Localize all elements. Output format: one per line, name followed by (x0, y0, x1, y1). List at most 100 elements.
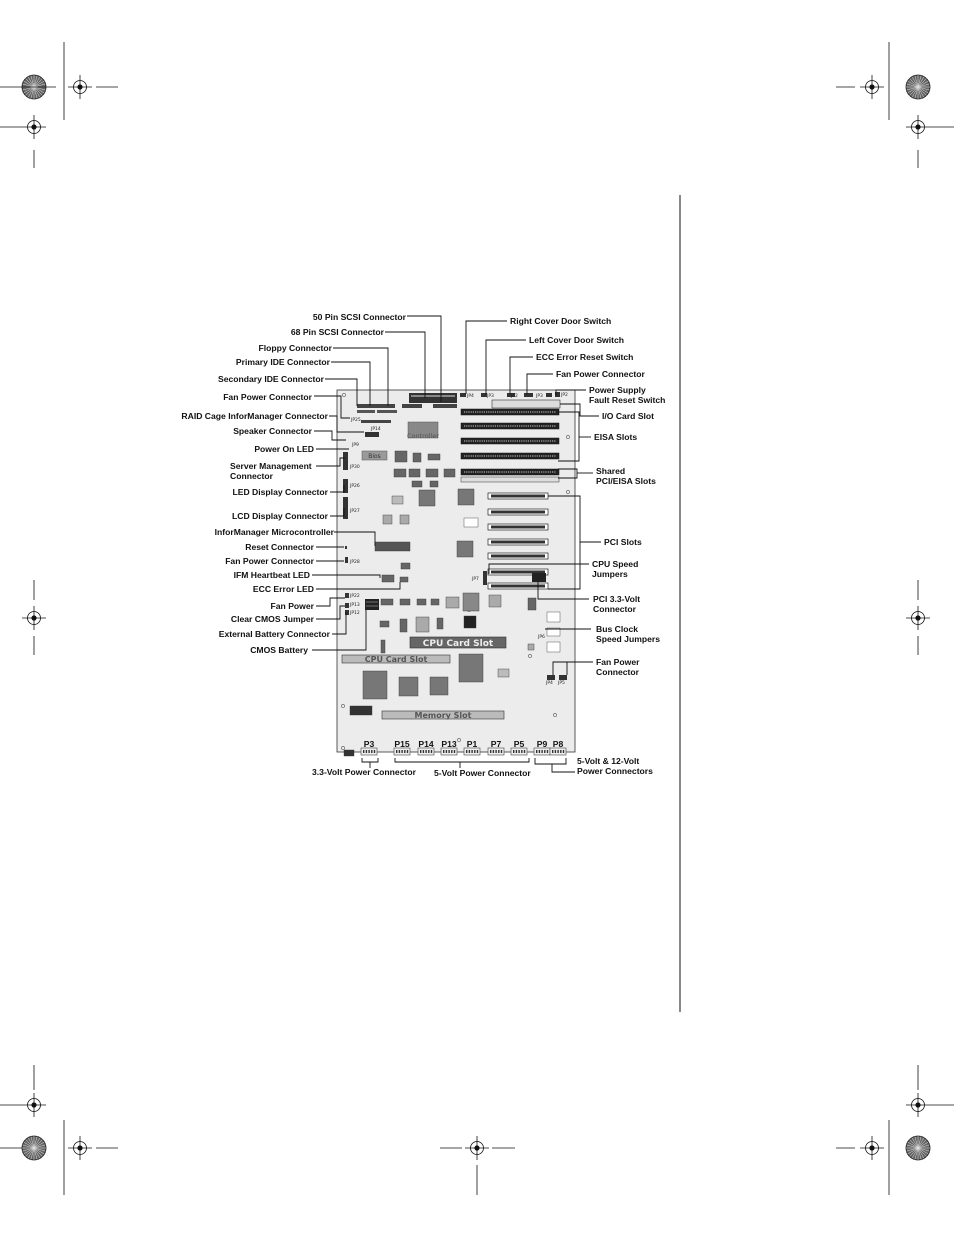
label-cpu-speed-line1: CPU Speed (592, 559, 639, 569)
motherboard: Controller Bios (336, 389, 576, 757)
label-cpu-speed-line2: Jumpers (592, 569, 628, 579)
leader-44 (551, 764, 575, 773)
svg-text:JP4: JP4 (466, 393, 474, 399)
label-bus-clock-line1: Bus Clock (596, 624, 639, 634)
leader-25 (526, 373, 553, 394)
shared-slot-frame (460, 476, 560, 483)
eisa-slot-3 (460, 437, 560, 445)
leader-43 (534, 758, 567, 765)
label-power-supply-line2: Fault Reset Switch (589, 395, 666, 405)
label-pci-slots: PCI Slots (604, 537, 642, 547)
svg-text:JP26: JP26 (349, 483, 360, 489)
label-33v-power-connector: 3.3-Volt Power Connector (312, 767, 416, 777)
label-ecc-error-led: ECC Error LED (252, 584, 314, 594)
scsi-68pin-connector (433, 404, 457, 408)
svg-text:JP6: JP6 (537, 634, 545, 640)
label-ecc-error-reset-switch: ECC Error Reset Switch (536, 352, 634, 362)
svg-text:JP12: JP12 (349, 610, 360, 616)
leader-27 (560, 403, 599, 417)
svg-text:JP27: JP27 (349, 508, 360, 514)
label-primary-ide-connector: Primary IDE Connector (235, 357, 330, 367)
svg-text:JP22: JP22 (349, 593, 360, 599)
eisa-slot-5 (460, 468, 560, 476)
label-right-cover-door-switch: Right Cover Door Switch (510, 316, 612, 326)
label-server-management-line2: Connector (230, 471, 273, 481)
label-led-display-connector: LED Display Connector (232, 487, 328, 497)
svg-text:JP14: JP14 (370, 426, 381, 432)
label-cmos-battery: CMOS Battery (250, 645, 308, 655)
scsi-50pin-connector (409, 393, 457, 403)
power-connectors-row (360, 747, 567, 756)
svg-text:JP4: JP4 (545, 680, 553, 686)
label-lcd-display-connector: LCD Display Connector (232, 511, 328, 521)
label-eisa-slots: EISA Slots (594, 432, 638, 442)
infor-manager-microcontroller (374, 541, 411, 552)
jumper-labels: JP14 JP25 JP9 JP30 JP26 JP27 JP28 JP22 J… (349, 392, 568, 686)
label-io-card-slot: I/O Card Slot (602, 411, 655, 421)
power-header-label-p14: P14 (418, 739, 434, 749)
leader-12 (330, 508, 345, 517)
label-fan-power-connector-1: Fan Power Connector (223, 392, 312, 402)
power-header-label-p15: P15 (394, 739, 410, 749)
label-fan-power-connector-2: Fan Power Connector (225, 556, 314, 566)
label-5v-power-connector: 5-Volt Power Connector (434, 768, 531, 778)
label-5v12v-line2: Power Connectors (577, 766, 653, 776)
label-shared-line1: Shared (596, 466, 626, 476)
leader-10 (316, 457, 345, 467)
label-floppy-connector: Floppy Connector (258, 343, 332, 353)
leader-37 (552, 661, 593, 675)
label-external-battery-connector: External Battery Connector (218, 629, 330, 639)
io-card-slot (491, 399, 561, 409)
pci-slots (487, 492, 549, 590)
label-fan-power: Fan Power (270, 601, 314, 611)
label-power-on-led: Power On LED (254, 444, 314, 454)
leader-5 (325, 378, 358, 406)
bios-text: Bios (368, 453, 381, 460)
label-raid-cage-connector: RAID Cage InforManager Connector (181, 411, 328, 421)
label-server-management-line1: Server Management (230, 461, 312, 471)
svg-text:JP5: JP5 (557, 680, 565, 686)
label-shared-line2: PCI/EISA Slots (596, 476, 656, 486)
leader-8 (314, 430, 346, 441)
leader-26 (555, 389, 586, 395)
leader-17 (316, 582, 401, 590)
leader-22 (465, 320, 507, 394)
label-power-supply-line1: Power Supply (589, 385, 646, 395)
power-header-label-p5: P5 (514, 739, 525, 749)
leader-lines (312, 315, 601, 773)
svg-text:JP3: JP3 (486, 393, 494, 399)
pci-3v3-connector (532, 573, 546, 582)
power-header-label-p3: P3 (364, 739, 375, 749)
label-68-pin-scsi-connector: 68 Pin SCSI Connector (290, 327, 384, 337)
leader-13 (334, 531, 376, 546)
cpu-card-slot-text: CPU Card Slot (423, 639, 494, 649)
leader-21 (312, 610, 367, 651)
leader-20 (332, 612, 347, 635)
leader-30 (558, 468, 578, 479)
leader-7 (329, 415, 364, 433)
power-header-label-p13: P13 (441, 739, 457, 749)
label-5v12v-line1: 5-Volt & 12-Volt (577, 756, 640, 766)
power-header-label-p1: P1 (467, 739, 478, 749)
leader-16 (312, 574, 381, 578)
leader-41 (394, 758, 530, 763)
leader-23 (485, 339, 526, 394)
memory-slot (381, 710, 505, 720)
label-fan-power-connector-top: Fan Power Connector (556, 369, 645, 379)
leader-19 (316, 605, 345, 620)
label-ifm-heartbeat-led: IFM Heartbeat LED (233, 570, 310, 580)
svg-text:JP13: JP13 (349, 602, 360, 608)
svg-text:JP28: JP28 (349, 559, 360, 565)
svg-text:JP25: JP25 (350, 417, 361, 423)
cpu-card-slot (341, 654, 451, 664)
svg-text:JP3: JP3 (535, 393, 543, 399)
power-header-label-p7: P7 (491, 739, 502, 749)
leader-39 (361, 758, 379, 763)
memory-slot-text: Memory Slot (415, 711, 472, 720)
cpu-card-slot-text-2: CPU Card Slot (365, 655, 428, 664)
leader-28 (558, 411, 580, 462)
label-50-pin-scsi-connector: 50 Pin SCSI Connector (312, 312, 406, 322)
